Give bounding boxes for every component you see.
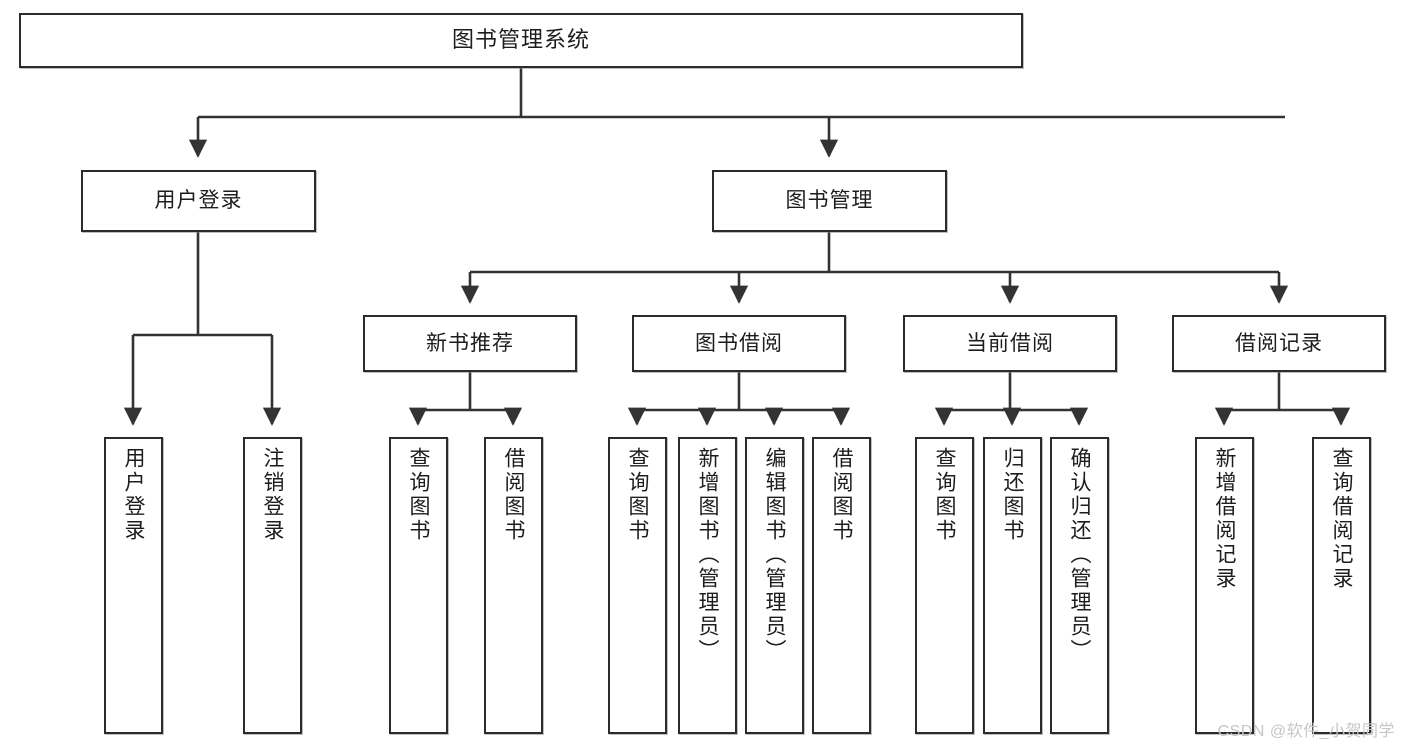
node-book-borrow[interactable]: 图书借阅 [632,315,846,372]
node-leaf-query-record[interactable]: 查询借阅记录 [1312,437,1371,734]
node-label: 借阅图书 [830,447,853,543]
node-label: 新增借阅记录 [1213,447,1236,591]
node-label: 归还图书 [1001,447,1024,543]
node-label: 查询图书 [933,447,956,543]
node-borrow-record[interactable]: 借阅记录 [1172,315,1386,372]
node-label: 借阅图书 [502,447,525,543]
node-label: 确认归还（管理员） [1068,447,1091,663]
node-label: 借阅记录 [1235,331,1323,355]
node-user-login[interactable]: 用户登录 [81,170,316,232]
node-leaf-confirm-return[interactable]: 确认归还（管理员） [1050,437,1109,734]
node-current-borrow[interactable]: 当前借阅 [903,315,1117,372]
node-label: 查询图书 [626,447,649,543]
node-label: 查询图书 [407,447,430,543]
node-label: 图书借阅 [695,331,783,355]
node-label: 注销登录 [261,447,284,543]
node-label: 查询借阅记录 [1330,447,1353,591]
watermark-text: CSDN @软件_小贺同学 [1217,723,1395,740]
node-label: 用户登录 [122,447,145,543]
node-leaf-edit-book[interactable]: 编辑图书（管理员） [745,437,804,734]
node-label: 用户登录 [154,189,243,213]
node-leaf-user-login[interactable]: 用户登录 [104,437,163,734]
node-label: 图书管理 [785,189,874,213]
node-label: 新书推荐 [426,331,514,355]
node-leaf-borrow-book-1[interactable]: 借阅图书 [484,437,543,734]
node-leaf-return-book[interactable]: 归还图书 [983,437,1042,734]
node-leaf-query-book-2[interactable]: 查询图书 [608,437,667,734]
node-leaf-borrow-book-2[interactable]: 借阅图书 [812,437,871,734]
node-leaf-query-book-1[interactable]: 查询图书 [389,437,448,734]
node-new-book-rec[interactable]: 新书推荐 [363,315,577,372]
node-leaf-add-record[interactable]: 新增借阅记录 [1195,437,1254,734]
node-label: 编辑图书（管理员） [763,447,786,663]
node-root-system[interactable]: 图书管理系统 [19,13,1023,68]
node-label: 当前借阅 [966,331,1054,355]
node-label: 图书管理系统 [451,27,590,53]
node-leaf-add-book[interactable]: 新增图书（管理员） [678,437,737,734]
node-book-manage[interactable]: 图书管理 [712,170,947,232]
node-leaf-query-book-3[interactable]: 查询图书 [915,437,974,734]
node-label: 新增图书（管理员） [696,447,719,663]
node-leaf-logout[interactable]: 注销登录 [243,437,302,734]
